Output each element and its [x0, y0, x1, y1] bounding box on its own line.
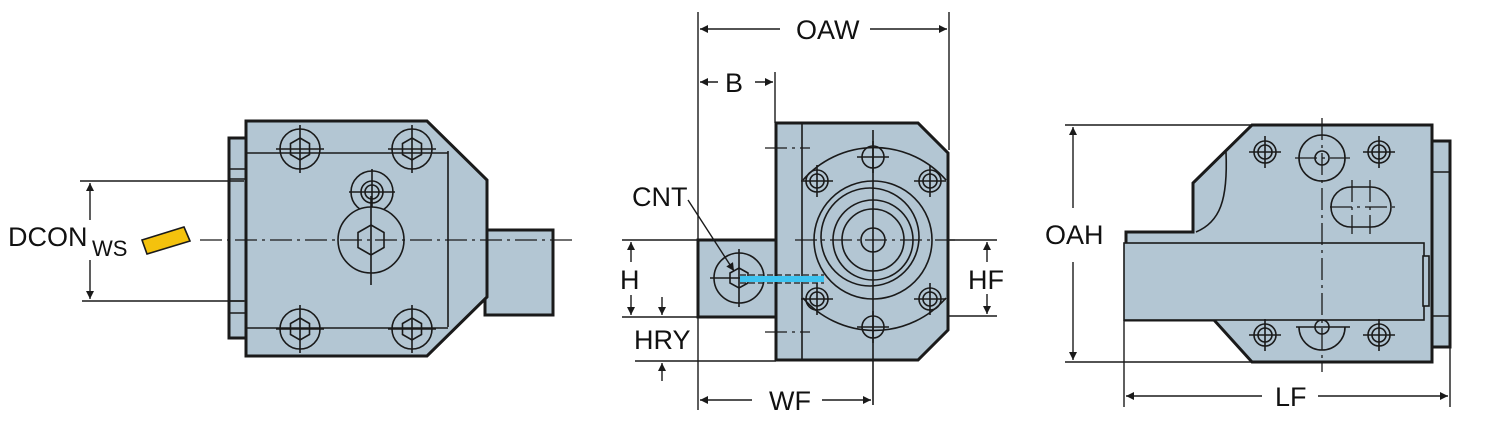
b-label: B: [725, 68, 743, 98]
slot-icon: [1330, 180, 1400, 234]
wf-label: WF: [769, 386, 811, 416]
insert-icon: [140, 226, 192, 255]
front-body: [774, 121, 950, 362]
oah-label: OAH: [1045, 220, 1104, 250]
side-bottom-hole-icon: [1296, 319, 1350, 351]
dcon-subscript: WS: [92, 236, 127, 261]
cnt-label: CNT: [632, 182, 688, 212]
clamp-screw-icon: [337, 196, 405, 285]
side-shank: [1123, 242, 1425, 321]
hry-label: HRY: [634, 325, 691, 355]
h-label: H: [620, 265, 640, 295]
front-view: OAW B CNT H HRY HF WF: [620, 12, 1004, 416]
left-shank: [483, 228, 555, 317]
coolant-channel: [740, 276, 824, 282]
hf-label: HF: [968, 265, 1004, 295]
left-flange: [227, 136, 248, 340]
side-view: OAH LF: [1045, 118, 1452, 412]
left-view: DCON WS: [8, 119, 577, 358]
lf-label: LF: [1275, 382, 1307, 412]
oaw-label: OAW: [796, 15, 860, 45]
dcon-label: DCON: [8, 222, 88, 252]
side-top-hole-icon: [1295, 134, 1350, 182]
